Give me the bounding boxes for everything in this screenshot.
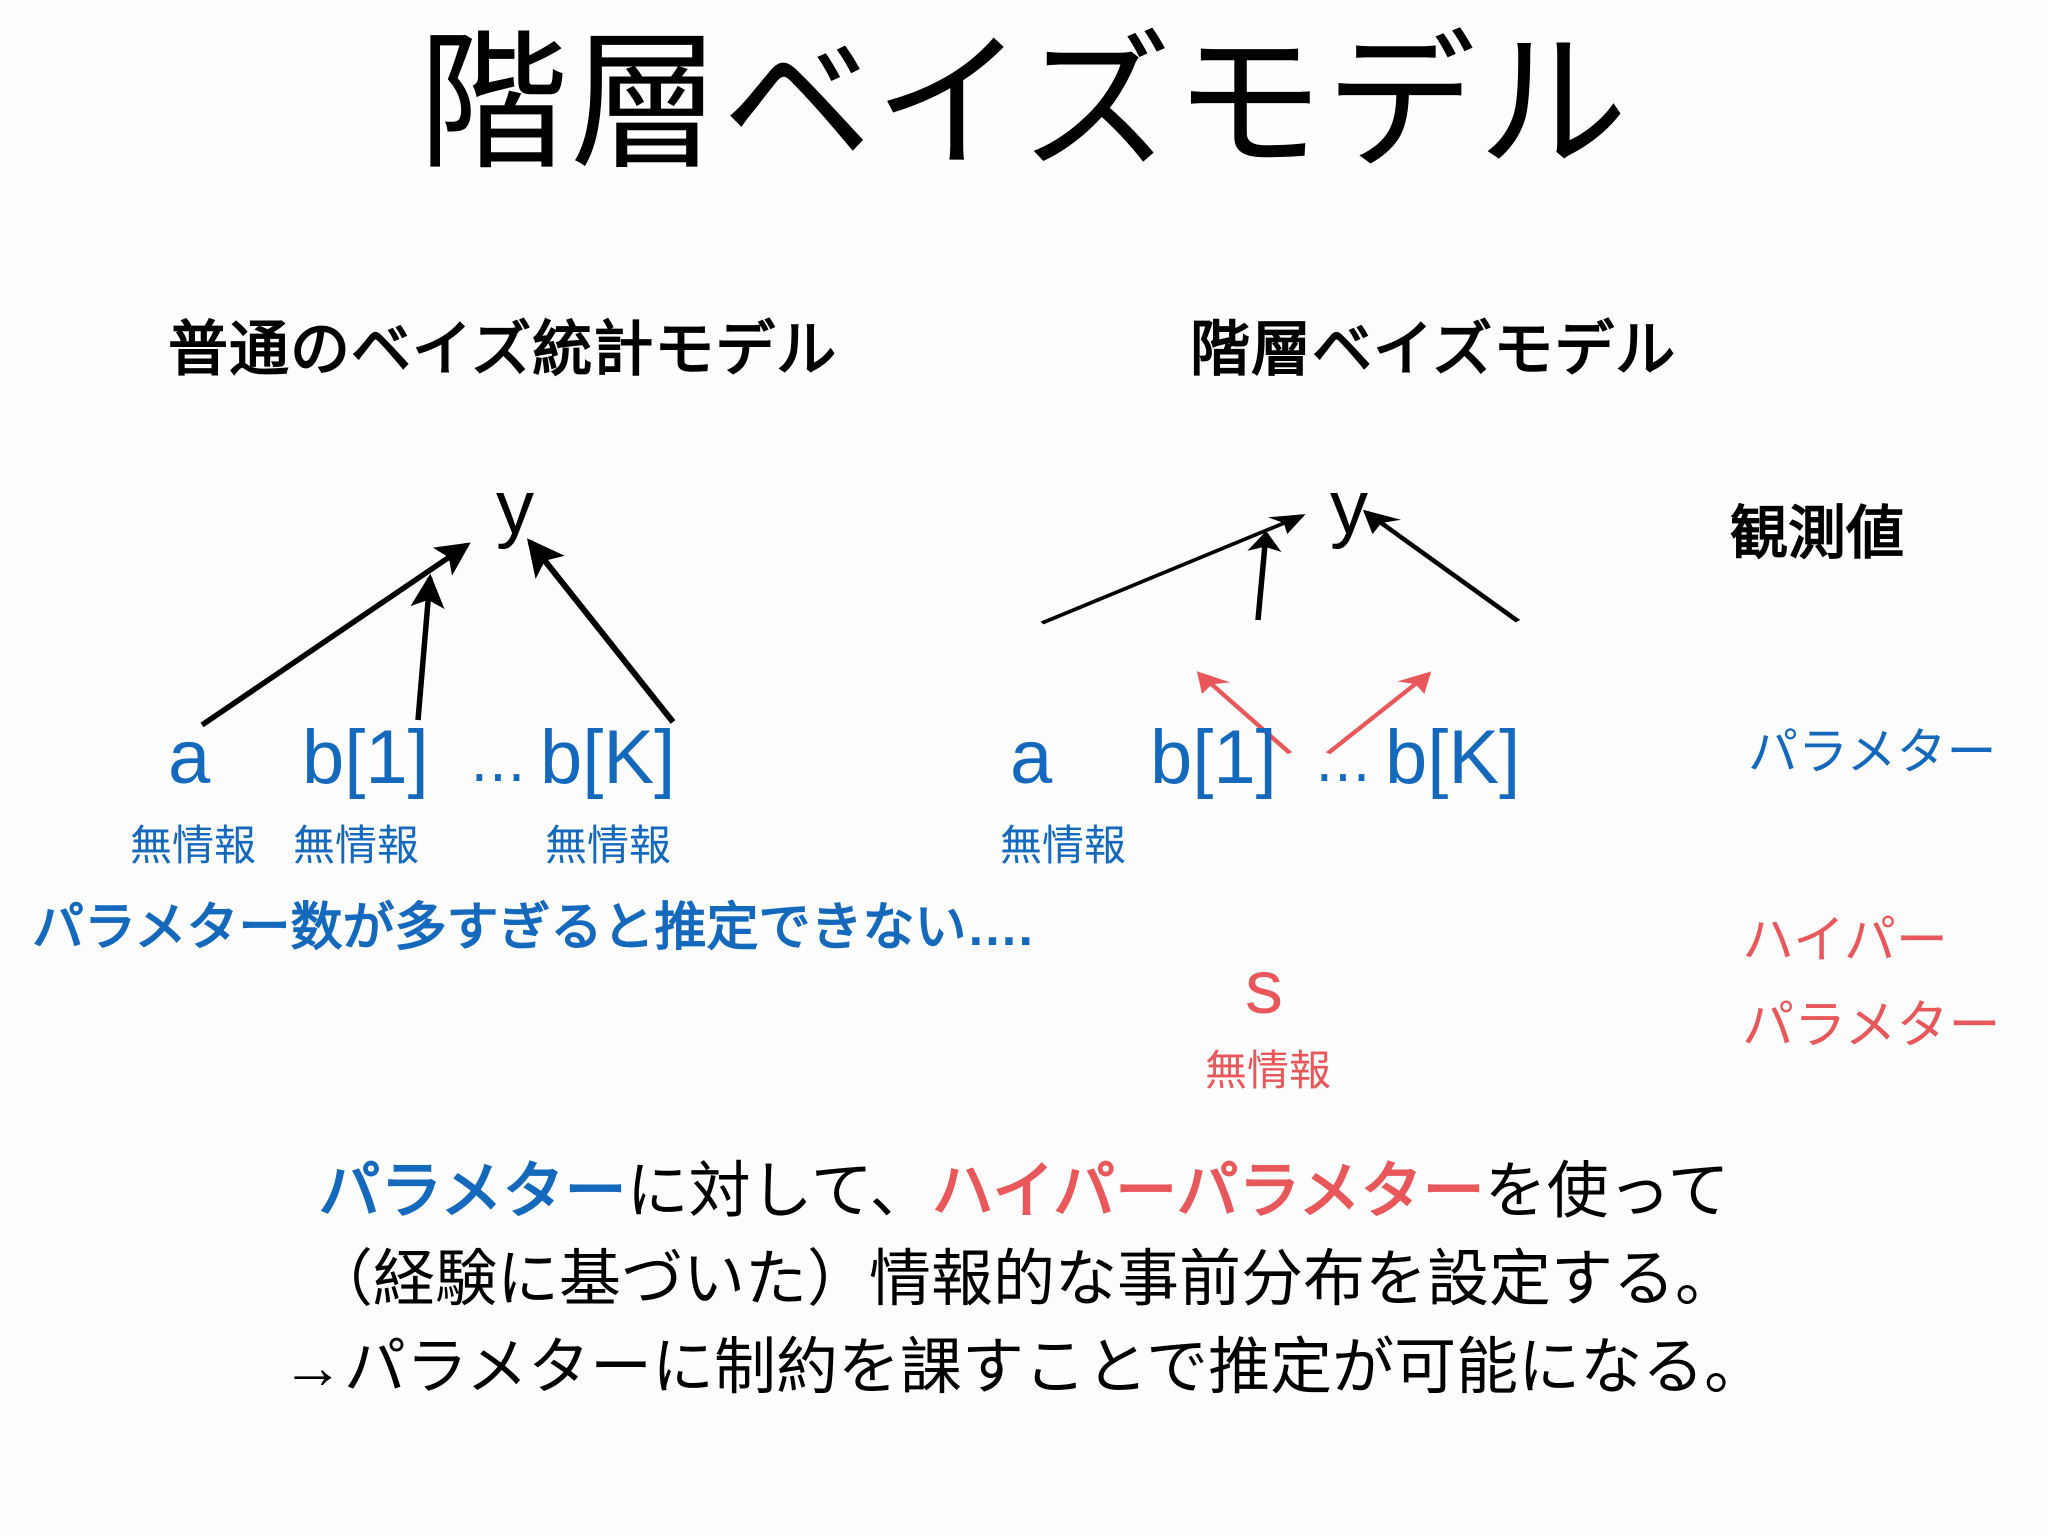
node-parameter-a-left: a (168, 715, 211, 800)
conclusion-emphasis-hyperparameter: ハイパーパラメター (931, 1157, 1485, 1226)
conclusion-line-3: →パラメターに制約を課すことで推定が可能になる。 (281, 1333, 1767, 1403)
conclusion-line-2: （経験に基づいた）情報的な事前分布を設定する。 (310, 1245, 1737, 1315)
arrow-b1-to-y (410, 573, 445, 721)
note-too-many-parameters: パラメター数が多すぎると推定できない…. (32, 899, 1033, 957)
prior-label-a-left: 無情報 (130, 822, 257, 869)
node-parameter-bk-right: b[K] (1385, 715, 1521, 800)
page-title: 階層ベイズモデル (418, 19, 1630, 187)
node-parameter-b1-right: b[1] (1150, 715, 1277, 800)
legend-hyperparameter-line1: ハイパー (1742, 912, 1948, 970)
panel-header-right: 階層ベイズモデル (1190, 316, 1677, 383)
prior-label-a-right: 無情報 (1000, 822, 1127, 869)
conclusion-line-1: パラメターに対して、ハイパーパラメターを使って (0, 1148, 2048, 1236)
conclusion-line1-text-b: を使って (1484, 1157, 1730, 1226)
prior-label-s: 無情報 (1205, 1047, 1332, 1094)
ellipsis-left: ⋯ (470, 744, 530, 807)
legend-parameter: パラメター (1748, 724, 1997, 780)
node-parameter-b1-left: b[1] (302, 715, 429, 800)
prior-label-b1-left: 無情報 (293, 822, 420, 869)
node-observed-y-right: y (1330, 465, 1368, 550)
conclusion-text: パラメターに対して、ハイパーパラメターを使って （経験に基づいた）情報的な事前分… (0, 1148, 2048, 1412)
arrows-right (1040, 509, 1521, 755)
graph-ordinary-bayes: y a 無情報 b[1] 無情報 ⋯ b[K] 無情報 (130, 470, 950, 890)
arrow-a-to-y (1040, 514, 1306, 625)
panel-header-left: 普通のベイズ統計モデル (168, 316, 838, 383)
conclusion-emphasis-parameter: パラメター (318, 1157, 627, 1226)
arrow-bk-to-y (1362, 509, 1521, 623)
node-parameter-bk-left: b[K] (540, 715, 676, 800)
node-observed-y-left: y (496, 465, 534, 550)
prior-label-bk-left: 無情報 (545, 822, 672, 869)
legend-hyperparameter-line2: パラメター (1742, 997, 2001, 1055)
arrow-b1-to-y (1247, 530, 1282, 621)
node-hyperparameter-s: s (1245, 945, 1283, 1030)
conclusion-line1-text-a: に対して、 (626, 1157, 932, 1226)
node-parameter-a-right: a (1010, 715, 1053, 800)
arrow-bk-to-y (527, 538, 676, 724)
legend-observed-value: 観測値 (1730, 501, 1905, 566)
arrow-a-to-y (200, 542, 471, 728)
graph-hierarchical-bayes: y a 無情報 b[1] ⋯ b[K] s 無情報 (1000, 465, 1830, 1092)
ellipsis-right: ⋯ (1315, 744, 1375, 807)
